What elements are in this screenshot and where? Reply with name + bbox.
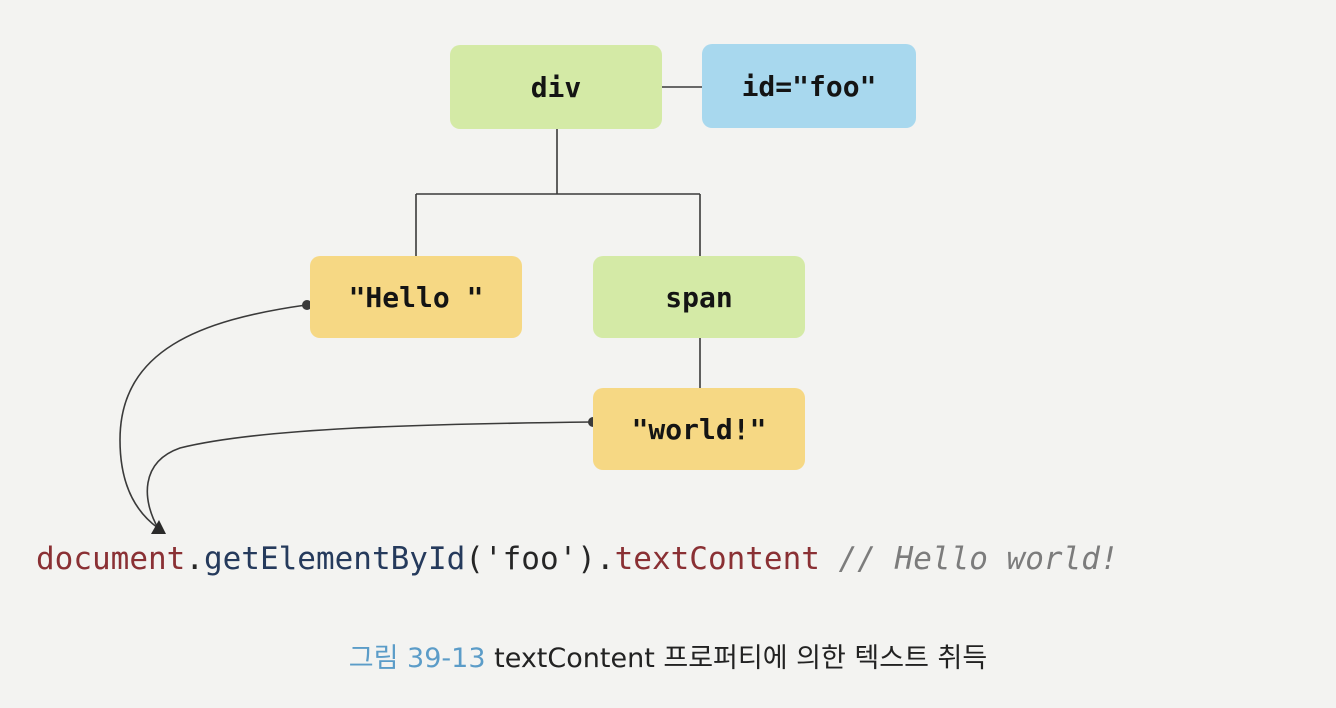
code-argument: 'foo' bbox=[483, 541, 578, 577]
code-object: document bbox=[36, 541, 186, 577]
id-attribute-node: id="foo" bbox=[702, 44, 916, 128]
figure-caption: 그림 39-13 textContent 프로퍼티에 의한 텍스트 취득 bbox=[0, 636, 1336, 675]
arrow-head bbox=[151, 520, 166, 534]
world-arrow-curve bbox=[146, 421, 593, 529]
figure-number: 그림 39-13 bbox=[348, 643, 486, 674]
code-dot-1: . bbox=[185, 541, 204, 577]
hello-text-label: "Hello " bbox=[348, 280, 484, 314]
code-method: getElementById bbox=[203, 541, 466, 577]
hello-arrow-curve bbox=[119, 304, 307, 529]
span-node: span bbox=[593, 256, 805, 338]
hello-text-node: "Hello " bbox=[310, 256, 522, 338]
figure-caption-text: textContent 프로퍼티에 의한 텍스트 취득 bbox=[494, 643, 988, 674]
code-property: textContent bbox=[614, 541, 820, 577]
div-node: div bbox=[450, 45, 662, 129]
code-open-paren: ( bbox=[465, 541, 484, 577]
world-text-node: "world!" bbox=[593, 388, 805, 470]
code-close-paren: ) bbox=[577, 541, 596, 577]
div-node-label: div bbox=[530, 70, 582, 104]
span-node-label: span bbox=[665, 280, 733, 314]
hello-arrow-start-dot bbox=[302, 300, 312, 310]
id-attribute-label: id="foo" bbox=[741, 69, 877, 103]
code-comment: // Hello world! bbox=[838, 541, 1119, 577]
world-text-label: "world!" bbox=[631, 412, 767, 446]
code-line: document.getElementById('foo').textConte… bbox=[36, 534, 1119, 584]
code-dot-2: . bbox=[595, 541, 615, 577]
